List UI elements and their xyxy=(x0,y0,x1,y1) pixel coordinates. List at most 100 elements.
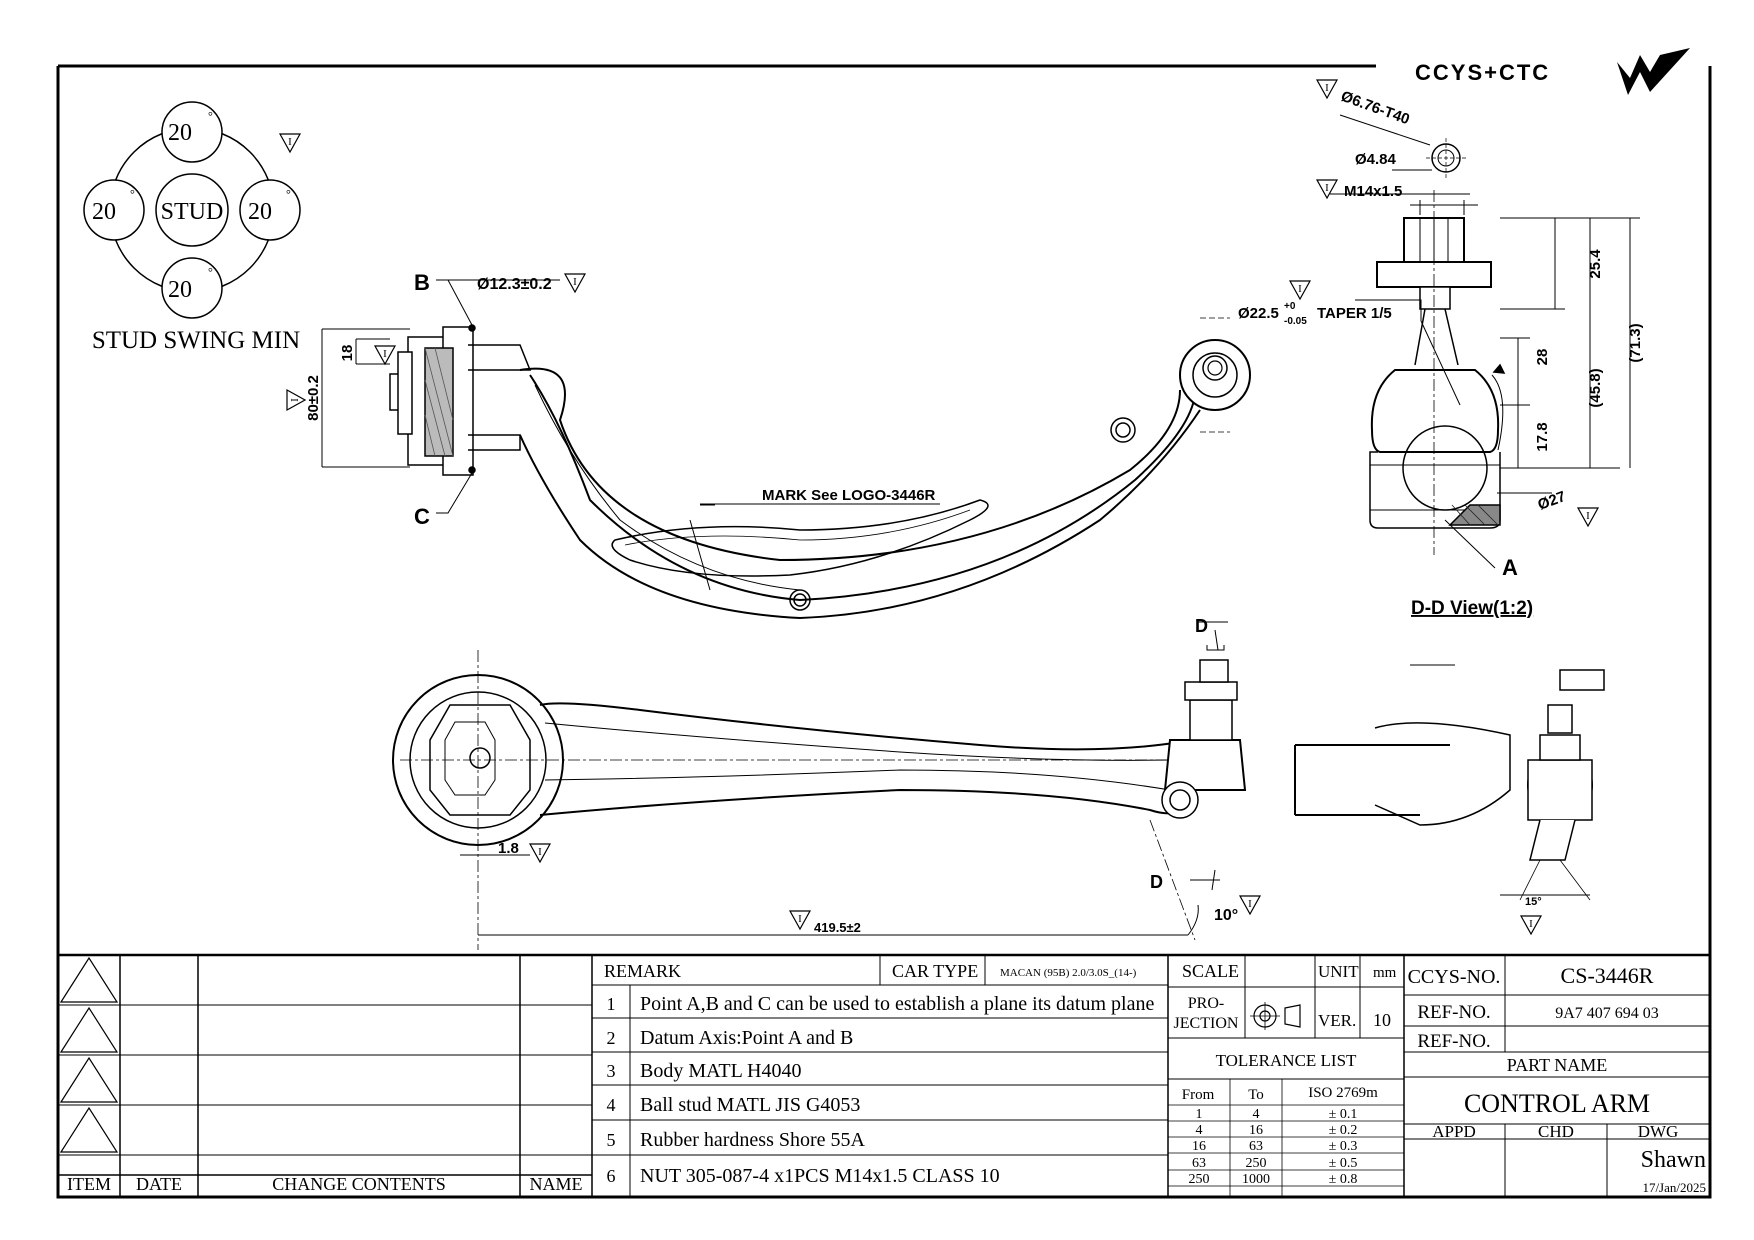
svg-text:Datum Axis:Point A and B: Datum Axis:Point A and B xyxy=(640,1027,853,1049)
finish-mark-icon: I xyxy=(789,910,811,930)
remark-label: REMARK xyxy=(604,961,681,981)
svg-text:6: 6 xyxy=(607,1166,616,1186)
remark-item: 3 Body MATL H4040 xyxy=(607,1060,802,1082)
svg-text:I: I xyxy=(538,846,542,858)
svg-text:1000: 1000 xyxy=(1242,1172,1270,1187)
svg-text:I: I xyxy=(1529,918,1533,930)
finish-mark-icon: I xyxy=(1316,179,1338,199)
svg-text:± 0.1: ± 0.1 xyxy=(1329,1107,1358,1122)
finish-mark-icon: I xyxy=(1289,280,1311,300)
finish-mark-icon: I xyxy=(1520,915,1542,935)
tolerance-row: 1 4 ± 0.1 xyxy=(1196,1107,1358,1122)
svg-text:1: 1 xyxy=(607,994,616,1014)
part-name-value: CONTROL ARM xyxy=(1464,1089,1650,1118)
svg-text:± 0.5: ± 0.5 xyxy=(1329,1156,1358,1171)
info-table: SCALE UNIT mm PRO- JECTION VER. 10 TOLER… xyxy=(1174,961,1397,1187)
svg-text:I: I xyxy=(573,276,577,288)
stud-label: STUD xyxy=(161,199,224,225)
projection-label-line2: JECTION xyxy=(1174,1015,1239,1032)
angle-10-dim: 10° xyxy=(1214,907,1238,924)
angle-15-dim: 15° xyxy=(1525,896,1542,908)
finish-mark-icon: I xyxy=(529,843,551,863)
dwg-label: DWG xyxy=(1638,1122,1679,1141)
tolerance-row: 250 1000 ± 0.8 xyxy=(1189,1172,1358,1187)
stud-swing-diagram: STUD 20 ° 20 ° 20 ° 20 ° STUD SWING MIN … xyxy=(83,101,301,354)
svg-text:Point A,B and C can be used to: Point A,B and C can be used to establish… xyxy=(640,993,1154,1015)
svg-text:°: ° xyxy=(208,109,213,123)
point-a-label: A xyxy=(1502,555,1518,580)
ccys-no-label: CCYS-NO. xyxy=(1408,966,1501,988)
dd-section-view xyxy=(1330,114,1640,666)
unit-value: mm xyxy=(1373,965,1397,981)
dim-71-3: (71.3) xyxy=(1627,323,1644,362)
arm-top-view-labels: 1.8 I I 419.5±2 10° I D D xyxy=(498,616,1261,935)
scale-label: SCALE xyxy=(1182,961,1239,981)
svg-text:Rubber hardness Shore 55A: Rubber hardness Shore 55A xyxy=(640,1129,866,1151)
revision-table: ITEM DATE CHANGE CONTENTS NAME xyxy=(67,1174,583,1194)
remark-item: 2 Datum Axis:Point A and B xyxy=(607,1027,854,1049)
finish-mark-icon: I xyxy=(1239,895,1261,915)
svg-text:1: 1 xyxy=(1196,1107,1203,1122)
svg-text:16: 16 xyxy=(1192,1139,1206,1154)
svg-text:Body MATL H4040: Body MATL H4040 xyxy=(640,1060,801,1082)
svg-text:NUT 305-087-4 x1PCS M14x1.5: NUT 305-087-4 x1PCS M14x1.5 CLASS 10 xyxy=(640,1165,1000,1187)
finish-mark-icon: I xyxy=(374,345,396,365)
dim-25-4: 25.4 xyxy=(1587,249,1604,279)
tolerance-row: 4 16 ± 0.2 xyxy=(1196,1123,1358,1138)
car-type-label: CAR TYPE xyxy=(892,961,978,981)
svg-text:+0: +0 xyxy=(1284,301,1296,312)
bore-diameter-dim: Ø12.3±0.2 xyxy=(477,276,552,293)
svg-text:250: 250 xyxy=(1189,1172,1210,1187)
appd-label: APPD xyxy=(1432,1122,1475,1141)
rev-header-date: DATE xyxy=(136,1174,182,1194)
svg-text:TAPER 1/5: TAPER 1/5 xyxy=(1317,305,1392,322)
bush-width-dim: 18 xyxy=(339,345,356,362)
ref-no-value: 9A7 407 694 03 xyxy=(1555,1005,1659,1022)
projection-label-line1: PRO- xyxy=(1188,995,1224,1012)
finish-mark-icon: I xyxy=(286,389,306,411)
part-info-table: CCYS-NO. CS-3446R REF-NO. 9A7 407 694 03… xyxy=(1408,963,1706,1195)
arm-end-view xyxy=(1294,669,1605,901)
hole-dim: Ø4.84 xyxy=(1355,151,1397,168)
svg-text:250: 250 xyxy=(1246,1156,1267,1171)
logo-text: CCYS+CTC xyxy=(1415,60,1550,85)
finish-mark-icon: I xyxy=(279,133,301,153)
swing-right-value: 20 xyxy=(248,199,272,225)
tol-header-to: To xyxy=(1248,1087,1264,1103)
bush-length-dim: 80±0.2 xyxy=(305,375,322,421)
svg-text:± 0.3: ± 0.3 xyxy=(1329,1139,1358,1154)
finish-mark-icon: I xyxy=(564,273,586,293)
rev-header-change: CHANGE CONTENTS xyxy=(272,1174,446,1194)
drawing-border xyxy=(56,64,1712,1199)
dim-45-8: (45.8) xyxy=(1587,368,1604,407)
version-value: 10 xyxy=(1373,1010,1391,1030)
mark-logo-note: MARK See LOGO-3446R xyxy=(762,487,936,504)
thread-dim: M14x1.5 xyxy=(1344,183,1402,200)
arm-side-view-labels: B C Ø12.3±0.2 I 18 I 80±0.2 I MARK See L… xyxy=(286,270,936,529)
remarks-table: REMARK CAR TYPE MACAN (95B) 2.0/3.0S_(14… xyxy=(604,961,1154,1187)
chd-label: CHD xyxy=(1538,1122,1574,1141)
swing-bottom-value: 20 xyxy=(168,277,192,303)
svg-text:I: I xyxy=(798,913,802,925)
svg-text:°: ° xyxy=(286,187,291,201)
ball-diameter-dim: Ø27 xyxy=(1536,488,1568,514)
finish-mark-icon: I xyxy=(1316,79,1338,99)
dd-section-labels: I Ø6.76-T40 Ø4.84 I M14x1.5 I Ø22.5 +0 -… xyxy=(1238,79,1644,619)
tolerance-row: 63 250 ± 0.5 xyxy=(1192,1156,1357,1171)
ccys-logo: CCYS+CTC xyxy=(1415,48,1690,95)
svg-text:I: I xyxy=(1248,898,1252,910)
tol-header-iso: ISO 2769m xyxy=(1308,1085,1378,1101)
remark-item: 5 Rubber hardness Shore 55A xyxy=(607,1129,866,1151)
svg-text:± 0.2: ± 0.2 xyxy=(1329,1123,1358,1138)
offset-dim: 1.8 xyxy=(498,840,519,857)
svg-text:4: 4 xyxy=(1196,1123,1203,1138)
dd-view-title: D-D View(1:2) xyxy=(1411,598,1533,619)
stud-swing-title: STUD SWING MIN xyxy=(92,327,300,354)
svg-text:16: 16 xyxy=(1249,1123,1263,1138)
arm-end-view-labels: 15° I xyxy=(1520,896,1542,935)
drawing-date: 17/Jan/2025 xyxy=(1642,1180,1706,1195)
svg-text:Ball stud MATL JIS G4053: Ball stud MATL JIS G4053 xyxy=(640,1094,860,1116)
ref-no2-label: REF-NO. xyxy=(1417,1031,1490,1052)
rev-header-item: ITEM xyxy=(67,1174,111,1194)
